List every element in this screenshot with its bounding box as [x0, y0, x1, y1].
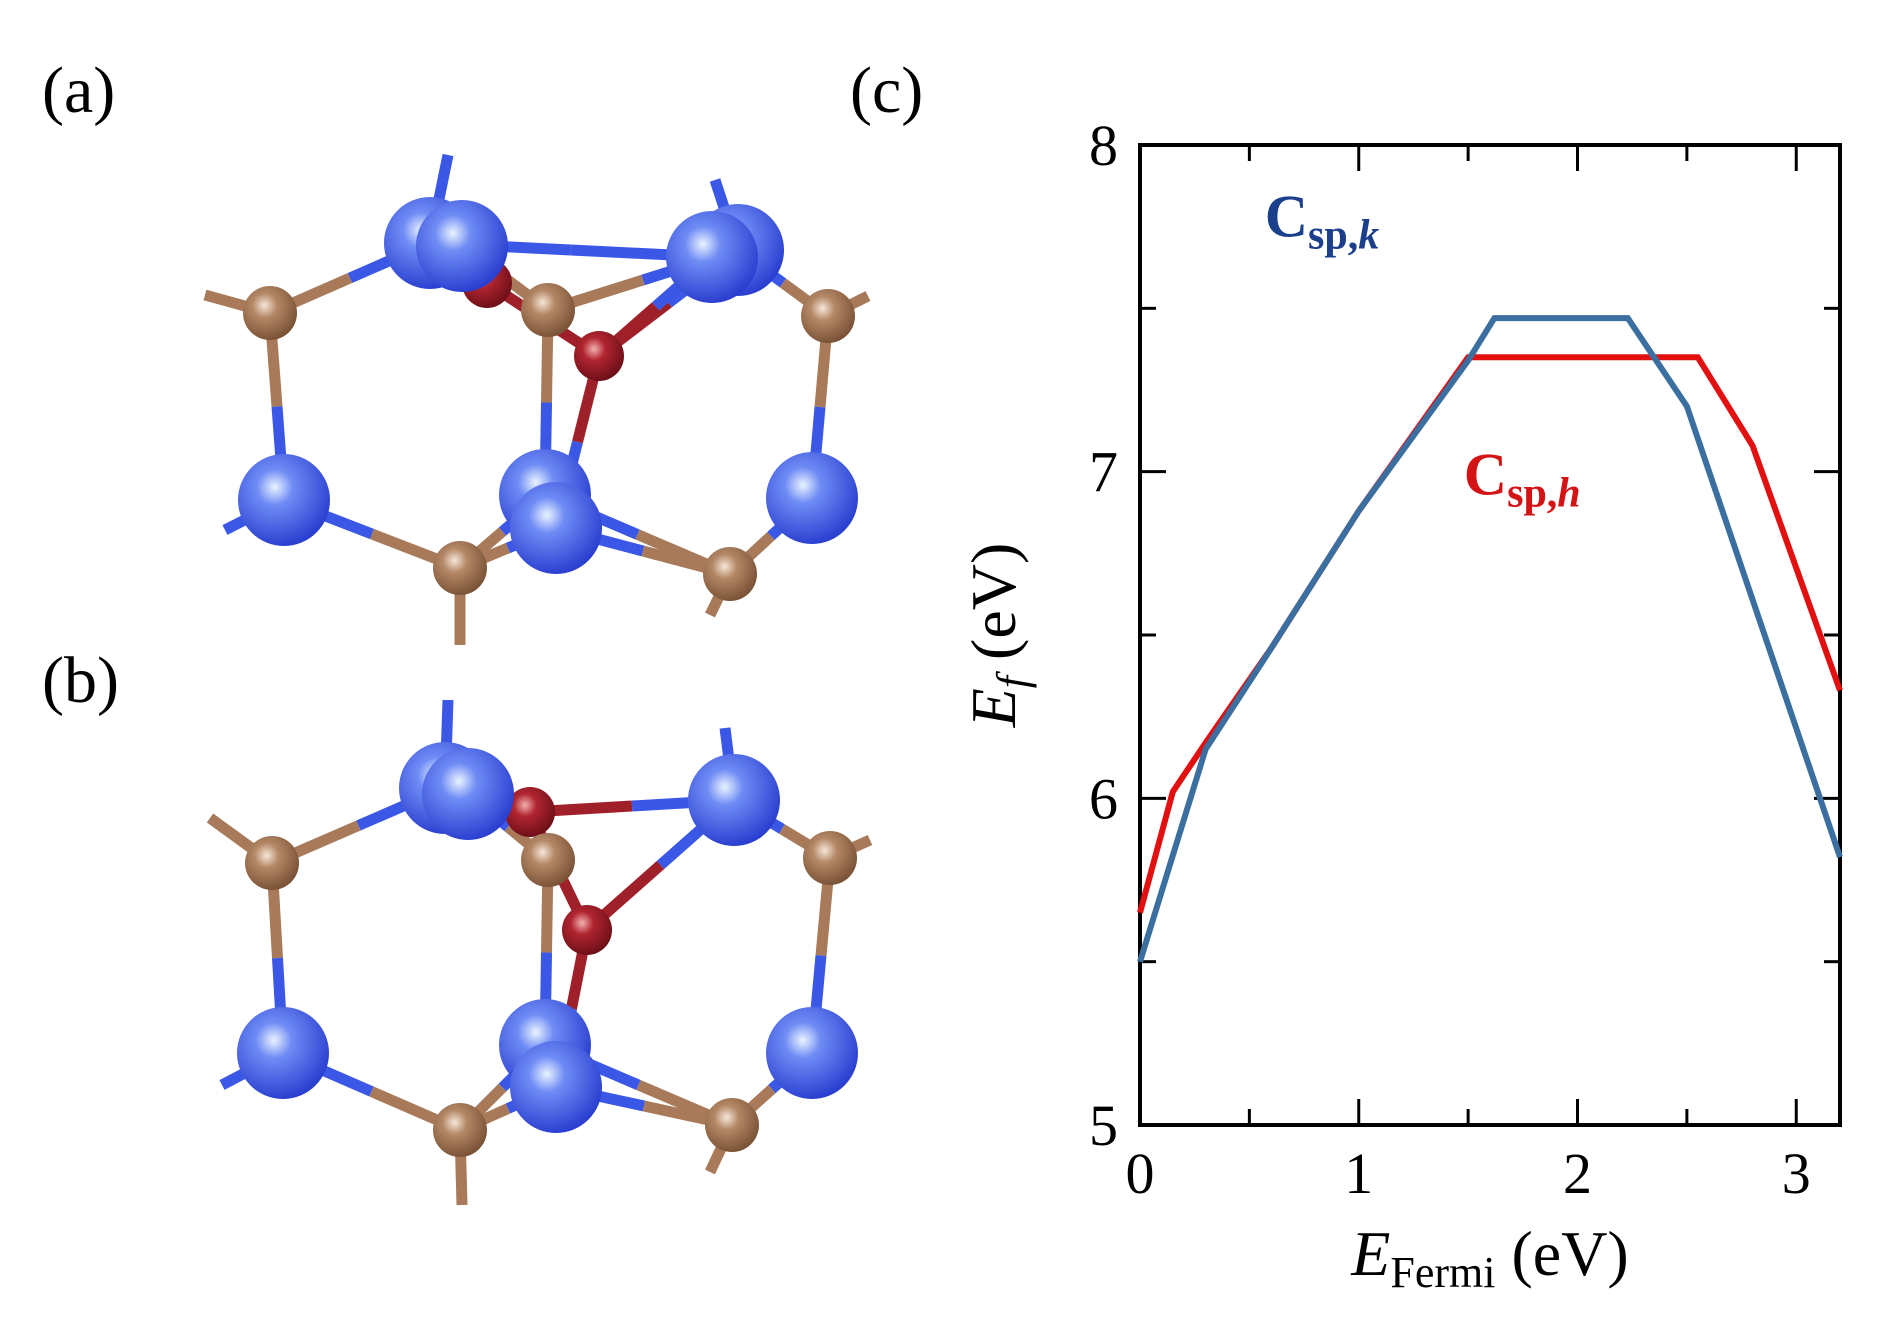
x-axis-title-sub: Fermi [1390, 1248, 1495, 1297]
boron-atom [433, 1103, 487, 1157]
carbon-atom [562, 905, 612, 955]
panel-label-a: (a) [42, 54, 115, 127]
carbon-atom [505, 787, 555, 837]
x-tick-label: 2 [1563, 1141, 1592, 1206]
boron-atom [243, 286, 297, 340]
x-axis-title: EFermi (eV) [1350, 1218, 1628, 1297]
nitrogen-atom [416, 200, 508, 292]
boron-atom [705, 1098, 759, 1152]
y-tick-label: 6 [1089, 766, 1118, 831]
nitrogen-atom [688, 754, 780, 846]
x-axis-title-unit: (eV) [1495, 1218, 1628, 1289]
nitrogen-atom [510, 1041, 602, 1133]
structure-b-illustration [206, 699, 873, 1206]
boron-atom [803, 831, 857, 885]
y-axis-title: Ef (eV) [958, 543, 1037, 729]
series-label-h-sub-italic: h [1557, 471, 1580, 517]
panel-label-b: (b) [42, 644, 119, 717]
series-label-h-main: C [1464, 442, 1507, 508]
series-line-k [1137, 315, 1843, 963]
y-axis-title-unit: (eV) [958, 543, 1029, 676]
tick-labels: 0 1 2 3 5 6 7 8 [1089, 113, 1811, 1206]
boron-atom [801, 289, 855, 343]
series-label-k-sub: sp, [1308, 212, 1358, 258]
nitrogen-atom [766, 452, 858, 544]
series-label-k-sub-italic: k [1358, 212, 1379, 258]
boron-atom [245, 836, 299, 890]
panel-label-c: (c) [850, 54, 923, 127]
y-tick-label: 7 [1089, 440, 1118, 505]
carbon-atom [574, 331, 624, 381]
nitrogen-atom [666, 211, 758, 303]
x-tick-label: 0 [1126, 1141, 1155, 1206]
series-label-k: Csp,k [1265, 183, 1380, 258]
series-lines [1137, 315, 1843, 963]
structure-a-illustration [203, 153, 871, 645]
nitrogen-atom [238, 454, 330, 546]
series-label-h-sub: sp, [1507, 471, 1557, 517]
nitrogen-atom [422, 748, 514, 840]
boron-atom [703, 547, 757, 601]
y-tick-label: 8 [1089, 113, 1118, 178]
nitrogen-atom [766, 1007, 858, 1099]
series-label-k-main: C [1265, 183, 1308, 249]
nitrogen-atom [237, 1007, 329, 1099]
boron-atom [521, 283, 575, 337]
x-tick-label: 1 [1344, 1141, 1373, 1206]
nitrogen-atom [510, 482, 602, 574]
plot-frame [1138, 143, 1842, 1127]
boron-atom [521, 833, 575, 887]
x-tick-label: 3 [1782, 1141, 1811, 1206]
boron-atom [433, 541, 487, 595]
axis-ticks [1138, 143, 1840, 1127]
y-axis-title-main: E [958, 688, 1029, 728]
x-axis-title-main: E [1350, 1218, 1390, 1289]
series-label-h: Csp,h [1464, 442, 1581, 517]
y-tick-label: 5 [1089, 1093, 1118, 1158]
